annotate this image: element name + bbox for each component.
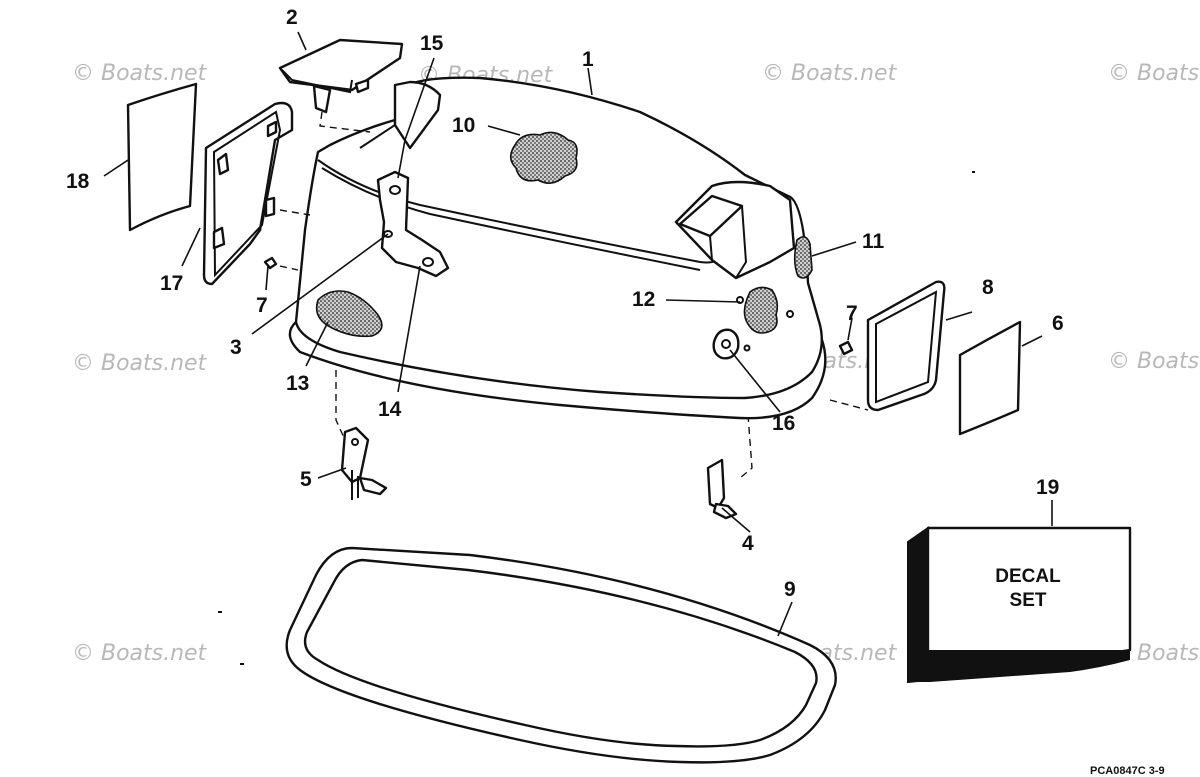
watermark: © Boats.net (72, 351, 208, 376)
decal-label-line1: DECAL (995, 566, 1061, 587)
callouts: 1 2 3 4 5 6 7 7 8 9 10 11 12 13 14 15 16… (66, 6, 1064, 601)
front-frame (829, 280, 946, 412)
callout-8: 8 (982, 276, 994, 299)
decal-label-line2: SET (1010, 590, 1047, 611)
seal-ring (285, 546, 837, 764)
callout-10: 10 (452, 114, 475, 137)
callout-3: 3 (230, 336, 242, 359)
callout-11: 11 (862, 230, 885, 253)
callout-7: 7 (256, 294, 268, 317)
watermark: © Boats.net (72, 61, 208, 86)
callout-2: 2 (286, 6, 298, 29)
callout-6: 6 (1052, 312, 1064, 335)
decal-panel (126, 82, 198, 232)
callout-16: 16 (772, 412, 795, 435)
bracket-right (706, 458, 738, 520)
watermark: © Boats.net (762, 61, 898, 86)
rear-cap (278, 38, 404, 133)
watermark: © Boats.net (1108, 349, 1200, 374)
leader-lines (103, 31, 1053, 637)
callout-17: 17 (160, 272, 183, 295)
front-decal (958, 320, 1022, 436)
assembly-line (335, 370, 346, 441)
callout-5: 5 (300, 468, 312, 491)
callout-7: 7 (846, 302, 858, 325)
watermark: © Boats.net (1108, 61, 1200, 86)
engine-cover (288, 76, 827, 420)
side-frame (202, 101, 311, 286)
bracket-left (340, 426, 388, 500)
drawing-code: PCA0847C 3-9 (1090, 765, 1165, 777)
callout-12: 12 (632, 288, 655, 311)
grommet (263, 256, 278, 270)
grommet (838, 340, 854, 356)
callout-15: 15 (420, 32, 444, 55)
assembly-line (739, 414, 753, 479)
callout-18: 18 (66, 170, 90, 193)
callout-13: 13 (286, 372, 309, 395)
decal-set-box: DECAL SET (907, 526, 1132, 684)
callout-1: 1 (582, 48, 594, 71)
callout-9: 9 (784, 578, 796, 601)
callout-19: 19 (1036, 476, 1059, 499)
watermark: © Boats.net (72, 641, 208, 666)
callout-4: 4 (742, 532, 754, 555)
callout-14: 14 (378, 398, 402, 421)
